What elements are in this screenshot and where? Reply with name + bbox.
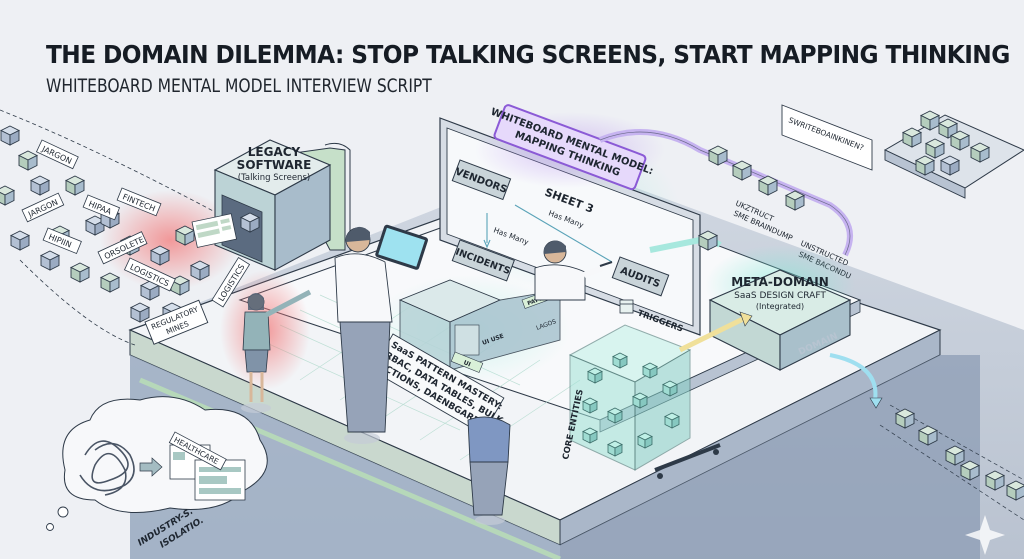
legacy-title: SOFTWARE <box>237 158 312 172</box>
page-subtitle: WHITEBOARD MENTAL MODEL INTERVIEW SCRIPT <box>46 76 432 97</box>
man-at-pattern-block <box>467 416 511 525</box>
tangled-knot-icon <box>79 440 135 496</box>
exiting-cube-chain <box>879 404 1024 521</box>
meta-domain-block: META-DOMAIN SaaS DESIGN CRAFT (Integrate… <box>678 245 883 409</box>
tag-jargon: JARGON <box>35 139 79 170</box>
panel-ui: UI <box>450 351 484 373</box>
meta-domain-title: META-DOMAIN <box>731 275 829 289</box>
svg-text:UI: UI <box>462 359 471 368</box>
tag-jargon: JARGON <box>21 192 65 223</box>
screen-mockup-icon <box>191 213 238 248</box>
tablet-device <box>375 224 428 270</box>
legacy-title: LEGACY <box>248 145 301 159</box>
jargon-cube-cluster <box>0 109 260 346</box>
whiteboard: WHITEBOARD MENTAL MODEL: MAPPING THINKIN… <box>439 104 701 336</box>
man-at-whiteboard <box>534 240 613 301</box>
man-with-tablet <box>334 224 428 444</box>
page-title: THE DOMAIN DILEMMA: STOP TALKING SCREENS… <box>46 40 1010 69</box>
entity-audits: AUDITS <box>611 256 670 297</box>
sparkle-icon <box>965 515 1005 555</box>
legacy-software-machine: LEGACY SOFTWARE (Talking Screens) <box>191 139 351 271</box>
relation-arrow <box>514 204 613 263</box>
whiteboard-sign-right: SWRITEBOAINKINEN? <box>781 104 873 171</box>
arrow-right-icon <box>139 457 163 477</box>
regulatory-mines-sign: REGULATORY MINES <box>144 299 209 345</box>
woman-figure <box>241 289 312 413</box>
meta-domain-subtitle: SaaS DESIGN CRAFT <box>734 291 826 301</box>
legacy-caption: (Talking Screens) <box>238 173 310 183</box>
triggers-icon <box>619 299 634 314</box>
cube-tray <box>883 110 1024 199</box>
meta-domain-caption: (Integrated) <box>756 302 804 311</box>
